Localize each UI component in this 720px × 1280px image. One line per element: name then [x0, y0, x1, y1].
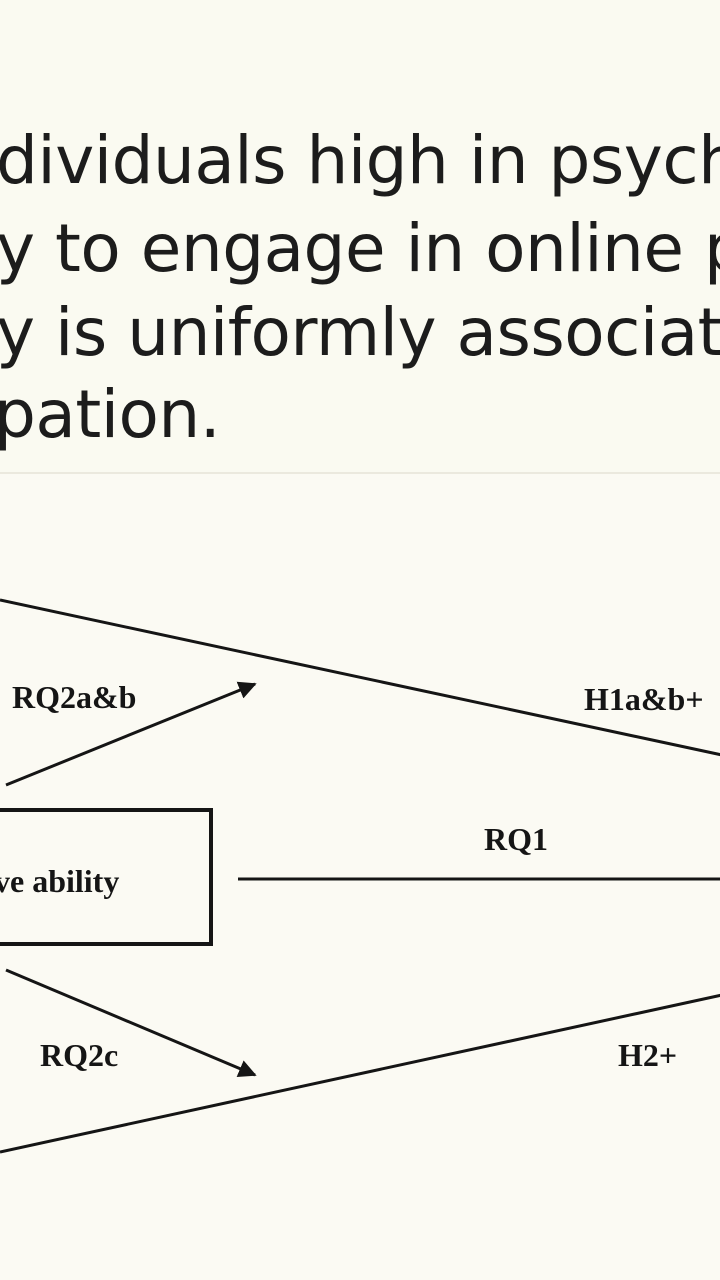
- label-rq1: RQ1: [484, 821, 548, 857]
- diagram-area: RQ2a&b H1a&b+ RQ1 ve ability RQ2c H2+: [0, 474, 720, 1280]
- label-h1ab: H1a&b+: [584, 681, 704, 717]
- label-h2: H2+: [618, 1037, 677, 1073]
- label-rq2c: RQ2c: [40, 1037, 118, 1073]
- construct-box: [0, 808, 213, 946]
- text-line-4: pation.: [0, 376, 221, 453]
- text-line-1: dividuals high in psycho: [0, 122, 720, 199]
- path-line-bottom: [0, 993, 720, 1154]
- path-diagram: RQ2a&b H1a&b+ RQ1 ve ability RQ2c H2+: [0, 598, 720, 1154]
- box-label: ve ability: [0, 863, 119, 899]
- arrow-rq2ab: [5, 681, 257, 787]
- label-rq2ab: RQ2a&b: [12, 679, 136, 715]
- text-line-3: y is uniformly associate: [0, 294, 720, 371]
- path-line-top: [0, 598, 720, 757]
- text-excerpt: dividuals high in psycho y to engage in …: [0, 0, 720, 472]
- arrow-rq2c: [5, 968, 257, 1077]
- divider: [0, 472, 720, 474]
- text-line-2: y to engage in online p: [0, 210, 720, 287]
